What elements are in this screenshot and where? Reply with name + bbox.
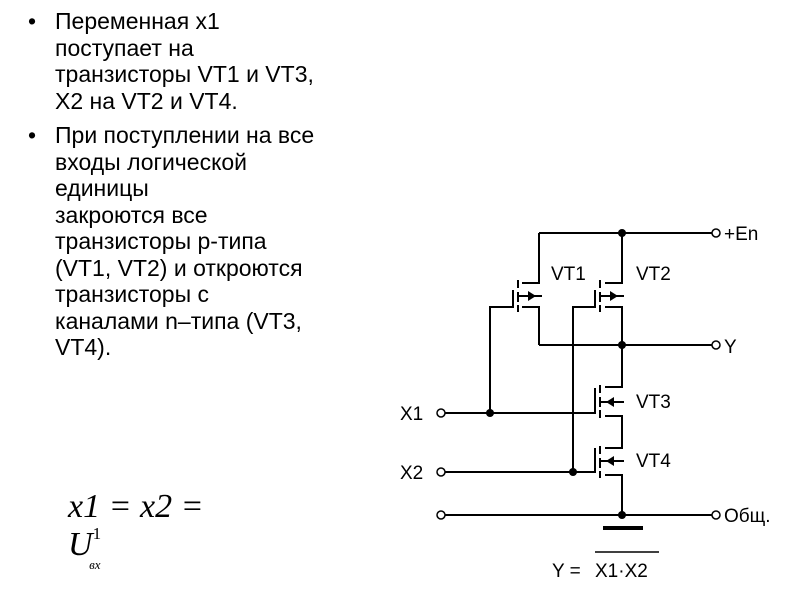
terminals bbox=[436, 228, 721, 520]
text-line: входы логической bbox=[55, 148, 248, 175]
text-line: единицы bbox=[55, 175, 149, 201]
label-vt1: VT1 bbox=[551, 264, 586, 285]
label-x2: X2 bbox=[400, 463, 423, 484]
text-line: каналами n–типа (VT3, bbox=[55, 307, 302, 334]
label-gnd: Общ. bbox=[724, 506, 771, 527]
formula-sup: 1 bbox=[92, 523, 102, 543]
text-line: VT4). bbox=[55, 334, 112, 360]
junctions bbox=[486, 229, 626, 519]
text-line: закроются все bbox=[55, 201, 208, 228]
label-en: +En bbox=[724, 224, 758, 245]
text-line: поступает на bbox=[55, 34, 194, 61]
text-line: транзисторы VT1 и VT3, bbox=[55, 61, 314, 87]
arrows bbox=[528, 291, 618, 466]
bullet-list: Переменная x1 поступает на транзисторы V… bbox=[28, 8, 418, 369]
text-line: При поступлении на все bbox=[55, 122, 315, 148]
label-vt2: VT2 bbox=[636, 264, 671, 285]
equation-left: Y = bbox=[552, 561, 586, 582]
text-line: транзисторы с bbox=[55, 281, 209, 307]
label-vt4: VT4 bbox=[636, 451, 671, 472]
formula-main: x1 = x2 = U bbox=[68, 488, 204, 563]
text-line: Переменная x1 bbox=[55, 8, 220, 34]
text-line: транзисторы p-типа bbox=[55, 228, 267, 254]
bullet-item: При поступлении на все входы логической … bbox=[28, 122, 418, 361]
text-line: X2 на VT2 и VT4. bbox=[55, 87, 238, 114]
formula-sub: вх bbox=[89, 556, 101, 572]
text-line: (VT1, VT2) и откроются bbox=[55, 254, 303, 281]
formula: x1 = x2 = U1 вх bbox=[68, 488, 245, 572]
label-vt3: VT3 bbox=[636, 392, 671, 413]
label-x1: X1 bbox=[400, 404, 423, 425]
bullet-item: Переменная x1 поступает на транзисторы V… bbox=[28, 8, 418, 114]
equation-right: X1·X2 bbox=[595, 561, 648, 582]
label-y: Y bbox=[724, 337, 737, 358]
